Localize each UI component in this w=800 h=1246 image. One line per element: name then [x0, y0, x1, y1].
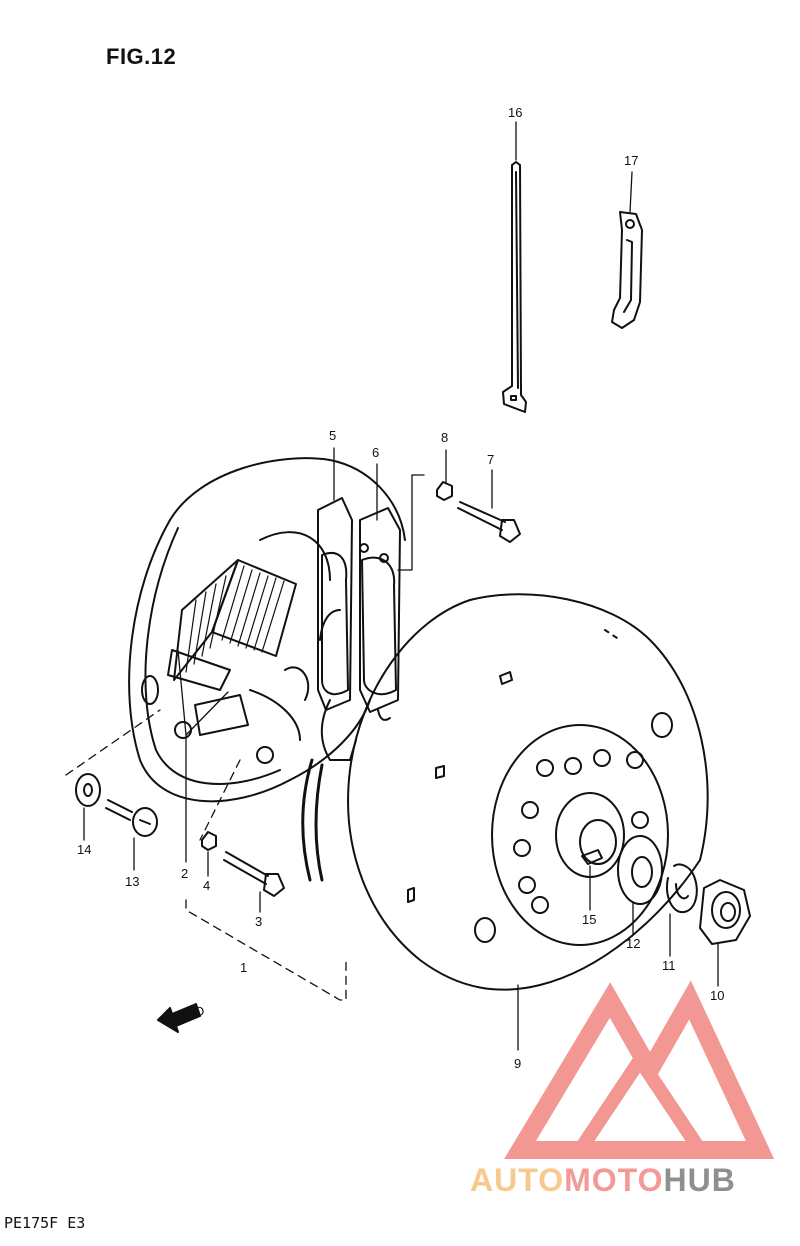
callout-16: 16 [508, 105, 522, 120]
callout-4: 4 [203, 878, 210, 893]
callout-5: 5 [329, 428, 336, 443]
watermark-part-hub: HUB [663, 1162, 736, 1198]
callout-15: 15 [582, 912, 596, 927]
callout-10: 10 [710, 988, 724, 1003]
part-12-washer [617, 835, 663, 905]
part-1-stator-plate [128, 457, 406, 803]
callout-1: 1 [240, 960, 247, 975]
callout-6: 6 [372, 445, 379, 460]
callout-13: 13 [125, 874, 139, 889]
leader-lines [83, 121, 719, 1051]
callout-8: 8 [441, 430, 448, 445]
watermark-logo-icon [504, 980, 775, 1159]
fwd-label: FWD [174, 1002, 207, 1027]
part-15-key [581, 849, 603, 865]
callout-3: 3 [255, 914, 262, 929]
callout-9: 9 [514, 1056, 521, 1071]
part-13-screw [105, 799, 158, 837]
callout-labels: 16 17 5 6 8 7 14 13 2 4 3 1 15 12 11 10 … [77, 105, 724, 1071]
part-9-flywheel [347, 593, 709, 991]
part-10-nut [699, 879, 751, 945]
callout-17: 17 [624, 153, 638, 168]
dashed-assembly-lines [65, 709, 347, 1001]
watermark-part-moto: MOTO [564, 1162, 664, 1198]
part-16-strap [502, 161, 527, 413]
part-4-nut [201, 831, 217, 851]
part-14-washer [75, 773, 101, 807]
part-5-6-pulser-coils [301, 497, 401, 882]
watermark-part-auto: AUTO [470, 1162, 565, 1198]
callout-14: 14 [77, 842, 91, 857]
part-7-screw [457, 501, 521, 543]
fwd-arrow-icon [157, 1003, 201, 1033]
part-17-clamp [611, 211, 643, 329]
callout-7: 7 [487, 452, 494, 467]
part-11-lock-washer [666, 863, 698, 914]
callout-12: 12 [626, 936, 640, 951]
part-3-screw [223, 851, 285, 897]
watermark-text: AUTOMOTOHUB [470, 1162, 736, 1199]
callout-2: 2 [181, 866, 188, 881]
part-8-nut [436, 481, 453, 501]
model-code: PE175F E3 [4, 1214, 86, 1232]
part-2-stator-coil [167, 559, 297, 691]
figure-title: FIG.12 [106, 44, 177, 69]
callout-11: 11 [662, 958, 676, 973]
